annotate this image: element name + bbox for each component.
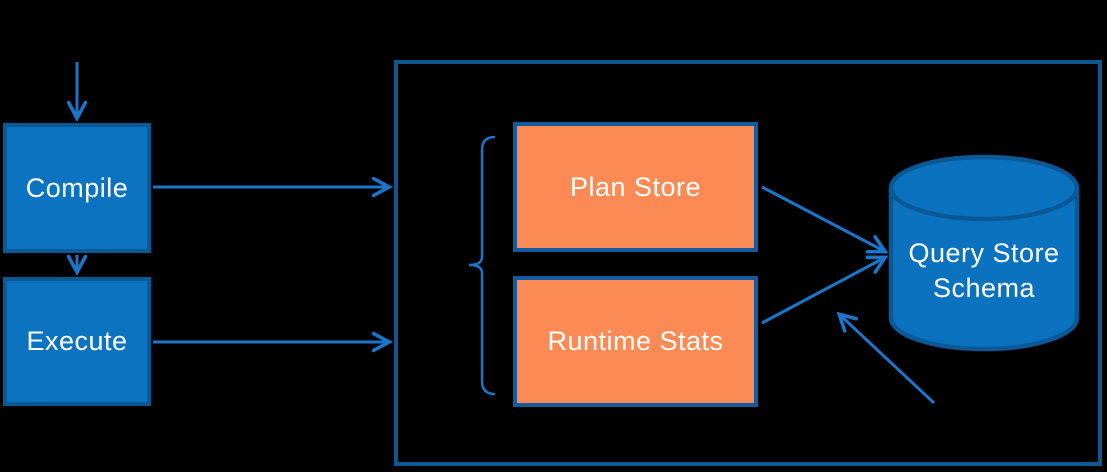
plan-store-label: Plan Store: [569, 171, 702, 202]
query-store-schema-label-line1: Query Store: [908, 238, 1060, 268]
database-cylinder-body-outline: [888, 188, 1080, 352]
arrow-runtime-stats-to-schema: [761, 258, 884, 325]
query-store-schema-label-line2: Schema: [932, 273, 1036, 303]
query-store-schema-node: Query Store Schema: [888, 236, 1080, 306]
query-store-container-box: [394, 60, 1102, 466]
execute-label: Execute: [26, 326, 128, 356]
plan-store-node: Plan Store: [513, 122, 758, 252]
compile-node: Compile: [3, 123, 151, 253]
execute-node: Execute: [3, 277, 151, 406]
arrow-lower-right-to-schema: [840, 315, 936, 405]
compile-label: Compile: [25, 172, 129, 203]
database-cylinder-body: [891, 188, 1077, 349]
runtime-stats-label: Runtime Stats: [547, 326, 724, 356]
arrow-plan-store-to-schema: [761, 185, 884, 251]
database-cylinder-top: [891, 157, 1077, 219]
runtime-stats-node: Runtime Stats: [513, 276, 758, 407]
stores-brace: [468, 135, 496, 396]
database-cylinder-top-outline: [888, 154, 1080, 222]
